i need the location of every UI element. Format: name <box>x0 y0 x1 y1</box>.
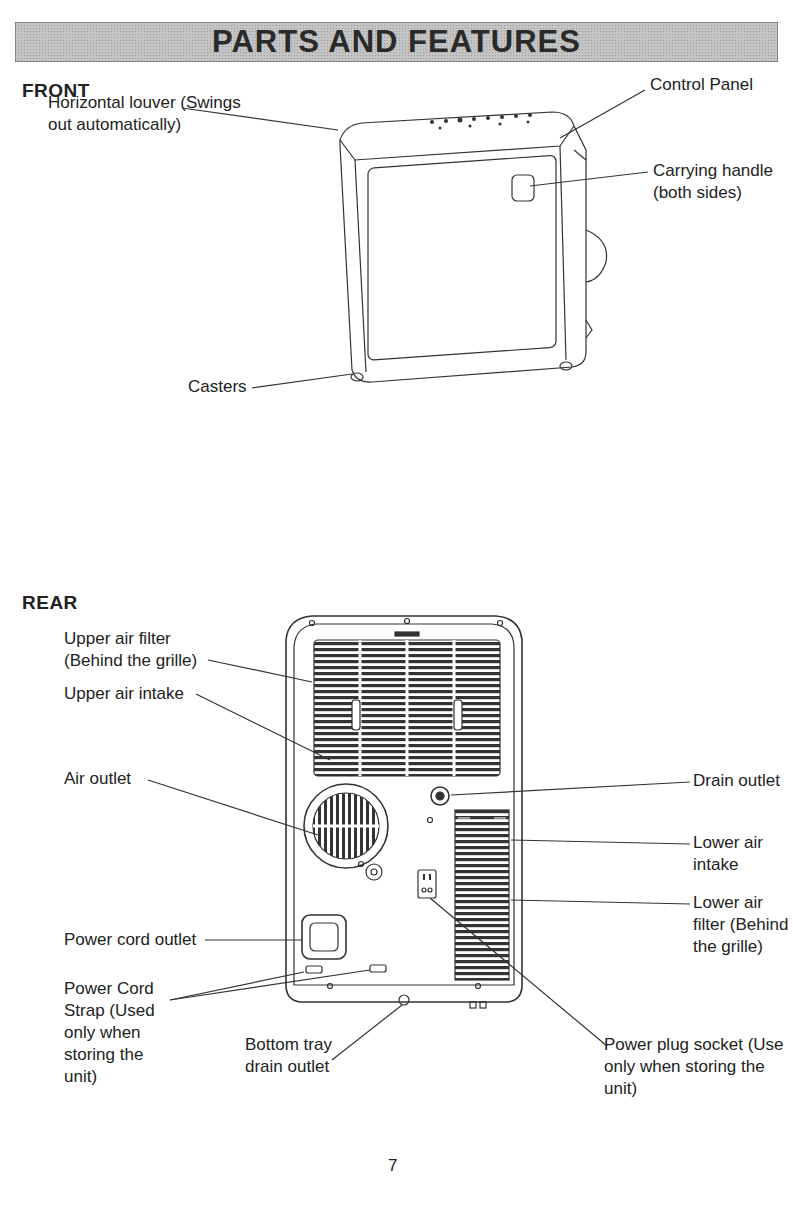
part-label: Power cord outlet <box>64 929 209 951</box>
part-label: Upper air filter (Behind the grille) <box>64 628 214 672</box>
part-label: Drain outlet <box>693 770 789 792</box>
part-label: Upper air intake <box>64 683 199 705</box>
part-label: Horizontal louver (Swings out automatica… <box>48 92 258 136</box>
part-label: Power plug socket (Use only when storing… <box>604 1034 784 1100</box>
part-label: Power Cord Strap (Used only when storing… <box>64 978 174 1088</box>
part-label: Air outlet <box>64 768 154 790</box>
part-label: Lower air filter (Behind the grille) <box>693 892 789 958</box>
section-heading: REAR <box>22 592 142 614</box>
part-label: Bottom tray drain outlet <box>245 1034 337 1078</box>
part-label: Carrying handle (both sides) <box>653 160 788 204</box>
page-number: 7 <box>388 1155 418 1177</box>
page-title: PARTS AND FEATURES <box>15 22 778 62</box>
part-label: Casters <box>188 376 258 398</box>
part-label: Lower air intake <box>693 832 789 876</box>
part-label: Control Panel <box>650 74 760 96</box>
